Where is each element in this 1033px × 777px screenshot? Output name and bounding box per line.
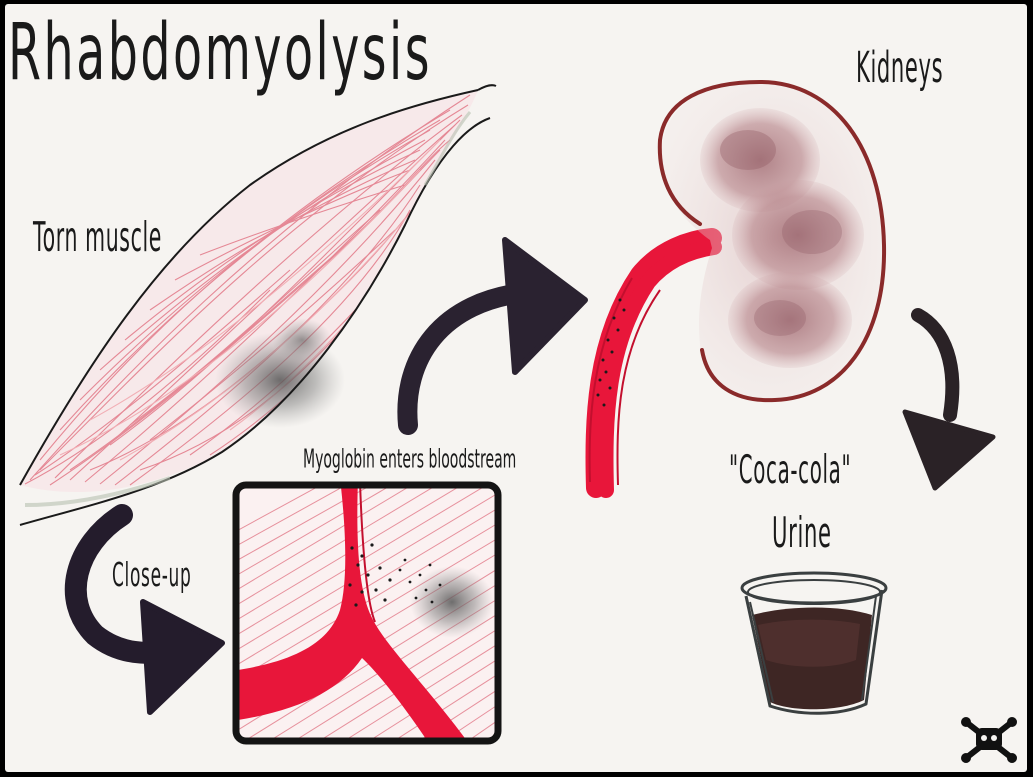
torn-muscle [19,84,497,526]
page-title: Rhabdomyolysis [8,6,432,98]
myoglobin-label: Myoglobin enters bloodstream [303,443,517,475]
kidney [657,79,887,403]
kidney-lobe-middle [732,180,864,290]
close-up-label: Close-up [112,556,192,594]
close-up-bruise [410,566,494,638]
close-up-vessel [238,485,470,741]
coca-cola-label: "Coca-cola" [729,448,852,494]
arrow-muscle-to-vessel [397,237,588,435]
arrow-kidney-to-urine [902,308,996,491]
arrow-to-close-up [64,504,225,715]
kidney-lobe-bottom [728,272,852,368]
kidneys-label: Kidneys [856,43,944,93]
skull-crossbones-icon [961,717,1017,763]
urine-label: Urine [772,508,832,558]
blood-vessel [585,228,722,498]
close-up-box [232,481,502,745]
myoglobin-particles [596,298,626,407]
close-up-particles [348,543,442,607]
torn-muscle-label: Torn muscle [33,212,162,261]
urine-glass [740,571,888,715]
